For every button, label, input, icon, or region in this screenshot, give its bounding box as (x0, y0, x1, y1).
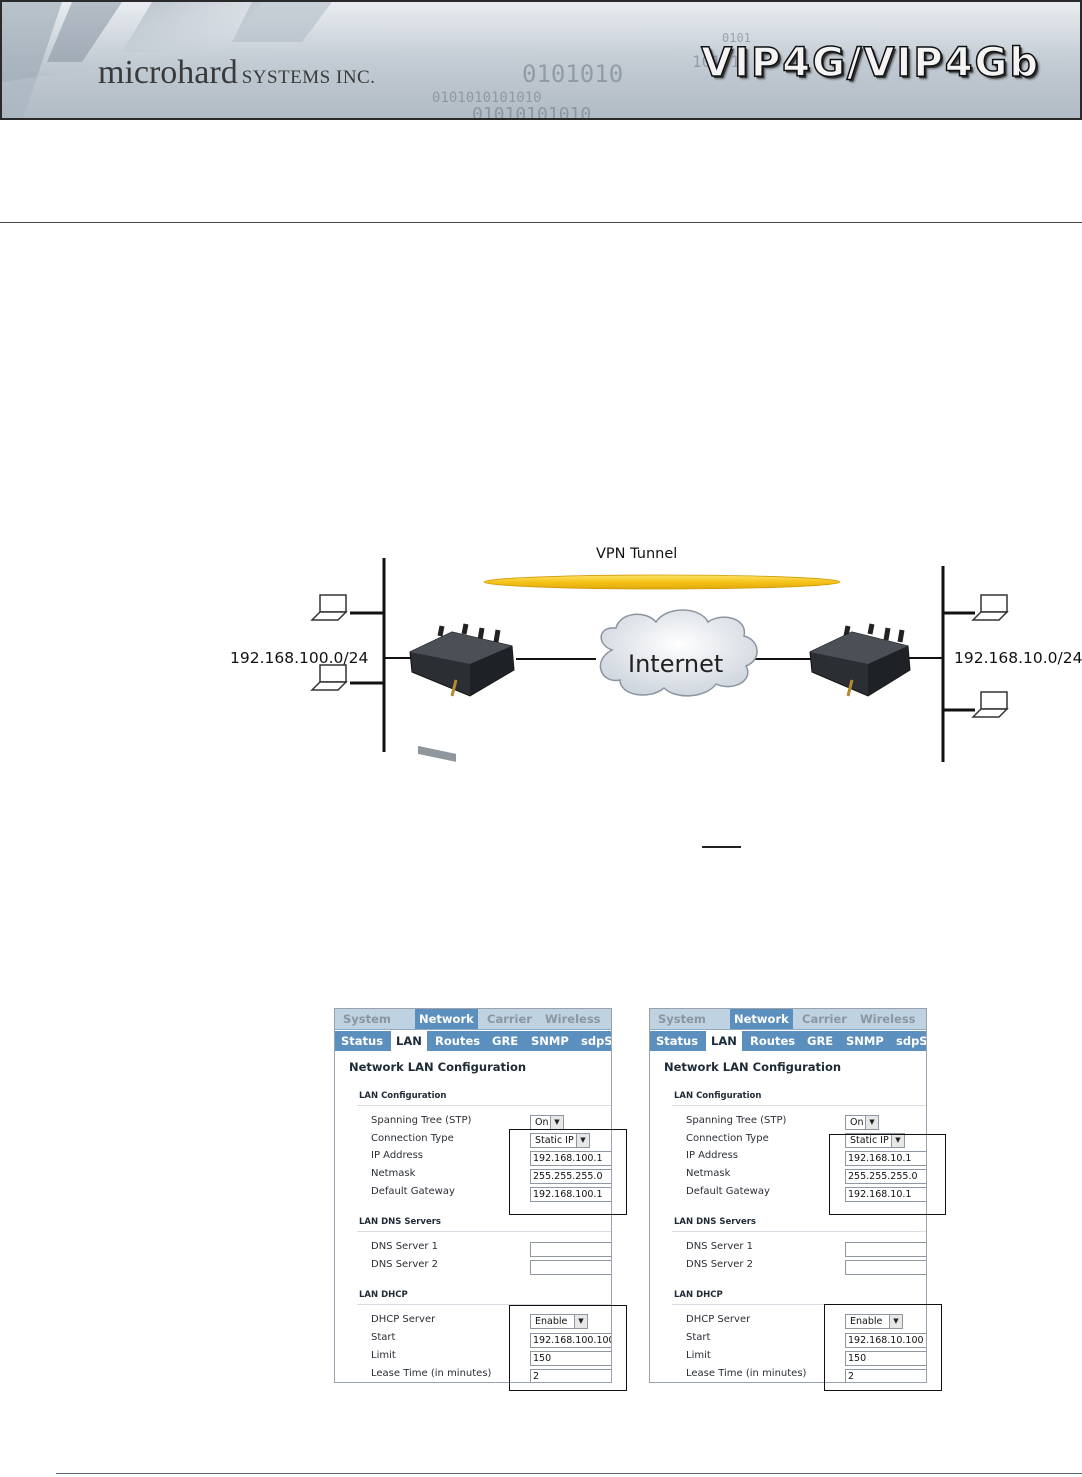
netmask-label: Netmask (686, 1168, 730, 1179)
tab-system[interactable]: System (658, 1012, 706, 1026)
page-title: Network LAN Configuration (349, 1060, 526, 1074)
section-lan-dns-servers: LAN DNS Servers (674, 1217, 756, 1227)
tab-carrier[interactable]: Carrier (487, 1012, 532, 1026)
product-title: VIP4G/VIP4Gb (701, 40, 1040, 86)
ip-address-label: IP Address (371, 1150, 423, 1161)
section-divider (357, 1231, 611, 1232)
tab-network[interactable]: Network (730, 1009, 793, 1029)
tab-routes[interactable]: Routes (435, 1034, 480, 1048)
tab-snmp[interactable]: SNMP (846, 1034, 884, 1048)
section-lan-configuration: LAN Configuration (674, 1091, 761, 1101)
footer-divider (56, 1473, 1082, 1474)
section-divider (357, 1105, 611, 1106)
tab-wireless[interactable]: Wireless (860, 1012, 916, 1026)
tab-lan[interactable]: LAN (706, 1031, 742, 1051)
vpn-network-diagram (0, 540, 1082, 770)
sub-tab-bar: Status LAN Routes GRE SNMP sdpS (335, 1031, 611, 1051)
lease-time-label: Lease Time (in minutes) (371, 1368, 491, 1379)
internet-label: Internet (628, 650, 723, 678)
right-network-label: 192.168.10.0/24 (954, 649, 1082, 667)
stp-label: Spanning Tree (STP) (686, 1115, 786, 1126)
page-title: Network LAN Configuration (664, 1060, 841, 1074)
dhcp-limit-label: Limit (686, 1350, 711, 1361)
header-divider (0, 222, 1082, 223)
dhcp-server-label: DHCP Server (371, 1314, 435, 1325)
tab-carrier[interactable]: Carrier (802, 1012, 847, 1026)
connection-type-label: Connection Type (686, 1133, 769, 1144)
section-divider (672, 1231, 926, 1232)
tab-routes[interactable]: Routes (750, 1034, 795, 1048)
stp-select[interactable]: On▼ (845, 1115, 879, 1130)
tab-network[interactable]: Network (415, 1009, 478, 1029)
router-icon (810, 624, 910, 770)
header-banner: 0101010101010 01010101010 0101010 10101 … (0, 0, 1082, 120)
stp-label: Spanning Tree (STP) (371, 1115, 471, 1126)
chevron-down-icon: ▼ (865, 1116, 878, 1129)
chevron-down-icon: ▼ (550, 1116, 563, 1129)
tab-sdps[interactable]: sdpS (581, 1034, 612, 1048)
default-gateway-label: Default Gateway (686, 1186, 770, 1197)
tab-lan[interactable]: LAN (391, 1031, 427, 1051)
laptop-icon (973, 595, 1007, 620)
top-tab-bar: System Network Carrier Wireless (335, 1009, 611, 1030)
lease-time-label: Lease Time (in minutes) (686, 1368, 806, 1379)
dns-server-1-input[interactable] (530, 1242, 612, 1257)
tab-status[interactable]: Status (341, 1034, 383, 1048)
tab-gre[interactable]: GRE (492, 1034, 518, 1048)
highlight-box (509, 1305, 627, 1391)
tab-status[interactable]: Status (656, 1034, 698, 1048)
tab-gre[interactable]: GRE (807, 1034, 833, 1048)
dhcp-start-label: Start (371, 1332, 395, 1343)
sub-tab-bar: Status LAN Routes GRE SNMP sdpS (650, 1031, 926, 1051)
top-tab-bar: System Network Carrier Wireless (650, 1009, 926, 1030)
tab-snmp[interactable]: SNMP (531, 1034, 569, 1048)
laptop-icon (973, 692, 1007, 717)
ip-address-label: IP Address (686, 1150, 738, 1161)
connection-type-label: Connection Type (371, 1133, 454, 1144)
brand-main: microhard (98, 54, 238, 91)
router-icon (410, 624, 514, 762)
left-network-label: 192.168.100.0/24 (230, 649, 368, 667)
laptop-icon (312, 595, 346, 620)
stp-select[interactable]: On▼ (530, 1115, 564, 1130)
tab-wireless[interactable]: Wireless (545, 1012, 601, 1026)
svg-text:01010101010: 01010101010 (472, 104, 591, 120)
dhcp-limit-label: Limit (371, 1350, 396, 1361)
dns-server-2-input[interactable] (845, 1260, 927, 1275)
vpn-tunnel (484, 575, 840, 589)
section-lan-dhcp: LAN DHCP (674, 1290, 723, 1300)
dns-server-1-label: DNS Server 1 (686, 1241, 753, 1252)
highlight-box (829, 1134, 946, 1215)
dns-server-2-label: DNS Server 2 (371, 1259, 438, 1270)
vpn-tunnel-label: VPN Tunnel (596, 546, 677, 562)
brand-sub: SYSTEMS INC. (242, 67, 376, 88)
section-divider (672, 1105, 926, 1106)
stp-value: On (535, 1117, 549, 1128)
laptop-icon (312, 665, 346, 690)
svg-text:0101010: 0101010 (522, 60, 623, 88)
dns-server-2-input[interactable] (530, 1260, 612, 1275)
dhcp-server-label: DHCP Server (686, 1314, 750, 1325)
dhcp-start-label: Start (686, 1332, 710, 1343)
underline-mark (702, 846, 741, 848)
dns-server-1-input[interactable] (845, 1242, 927, 1257)
section-lan-dhcp: LAN DHCP (359, 1290, 408, 1300)
dns-server-2-label: DNS Server 2 (686, 1259, 753, 1270)
tab-system[interactable]: System (343, 1012, 391, 1026)
stp-value: On (850, 1117, 864, 1128)
netmask-label: Netmask (371, 1168, 415, 1179)
section-lan-dns-servers: LAN DNS Servers (359, 1217, 441, 1227)
default-gateway-label: Default Gateway (371, 1186, 455, 1197)
brand-logo: microhard SYSTEMS INC. (98, 54, 375, 92)
section-lan-configuration: LAN Configuration (359, 1091, 446, 1101)
highlight-box (824, 1304, 942, 1391)
tab-sdps[interactable]: sdpS (896, 1034, 927, 1048)
highlight-box (509, 1129, 627, 1215)
dns-server-1-label: DNS Server 1 (371, 1241, 438, 1252)
